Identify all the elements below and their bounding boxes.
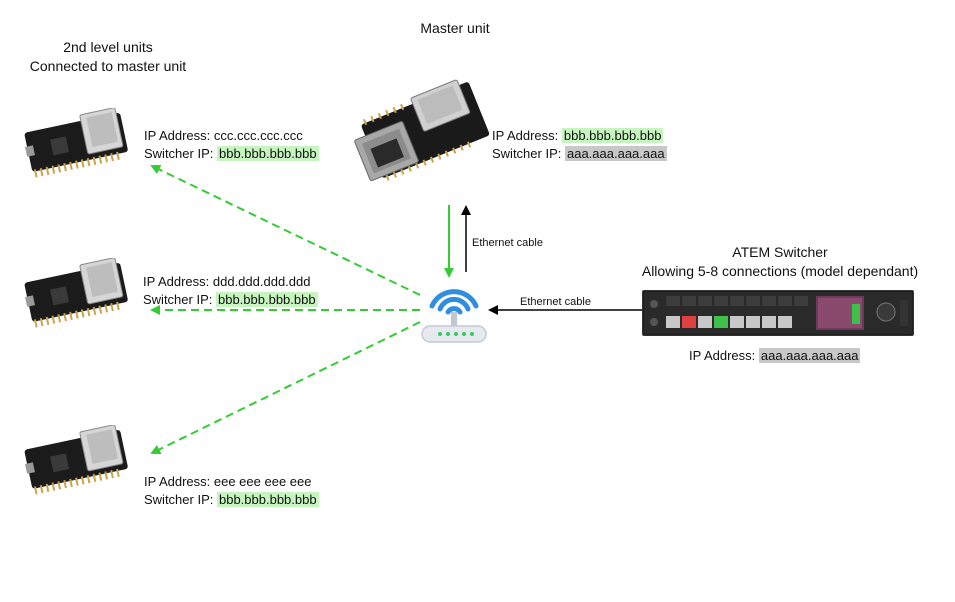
atem-switcher-icon: [642, 290, 914, 336]
unit-3-ip-label: IP Address:: [144, 474, 211, 489]
unit-3-ip-value: eee eee eee eee: [213, 474, 312, 489]
unit-3-switcher-value: bbb.bbb.bbb.bbb: [216, 492, 319, 507]
atem-title-line1: ATEM Switcher: [732, 244, 828, 260]
esp32-board-icon: [24, 425, 128, 495]
master-unit-title: Master unit: [385, 19, 525, 38]
unit-2-ip-value: ddd.ddd.ddd.ddd: [212, 274, 311, 289]
wifi-link-unit-1: [150, 164, 421, 296]
second-level-title-line2: Connected to master unit: [29, 58, 187, 74]
unit-2-ip-label: IP Address:: [143, 274, 210, 289]
unit-2-switcher-value: bbb.bbb.bbb.bbb: [215, 292, 318, 307]
second-level-title-line1: 2nd level units: [63, 39, 153, 55]
unit-1-switcher-value: bbb.bbb.bbb.bbb: [216, 146, 319, 161]
unit-1-ip-label: IP Address:: [144, 128, 211, 143]
atem-title: ATEM Switcher Allowing 5-8 connections (…: [610, 243, 950, 281]
unit-2-info: IP Address: ddd.ddd.ddd.ddd Switcher IP:…: [143, 273, 318, 309]
unit-1-ip-row: IP Address: ccc.ccc.ccc.ccc: [144, 127, 319, 145]
atem-ip-value: aaa.aaa.aaa.aaa: [758, 348, 861, 363]
unit-1-info: IP Address: ccc.ccc.ccc.ccc Switcher IP:…: [144, 127, 319, 163]
atem-ip-label: IP Address:: [689, 348, 756, 363]
unit-2-switcher-row: Switcher IP: bbb.bbb.bbb.bbb: [143, 291, 318, 309]
master-ip-row: IP Address: bbb.bbb.bbb.bbb: [492, 127, 667, 145]
unit-3-ip-row: IP Address: eee eee eee eee: [144, 473, 319, 491]
unit-2-switcher-label: Switcher IP:: [143, 292, 213, 307]
unit-2-ip-row: IP Address: ddd.ddd.ddd.ddd: [143, 273, 318, 291]
master-info: IP Address: bbb.bbb.bbb.bbb Switcher IP:…: [492, 127, 667, 163]
master-switcher-row: Switcher IP: aaa.aaa.aaa.aaa: [492, 145, 667, 163]
master-ip-value: bbb.bbb.bbb.bbb: [561, 128, 664, 143]
atem-info: IP Address: aaa.aaa.aaa.aaa: [689, 347, 861, 365]
master-unit-title-text: Master unit: [420, 20, 490, 36]
unit-3-switcher-label: Switcher IP:: [144, 492, 214, 507]
master-board-icon: [354, 79, 490, 182]
wifi-link-unit-3: [150, 321, 421, 454]
master-ip-label: IP Address:: [492, 128, 559, 143]
wifi-router-icon: [421, 289, 487, 343]
unit-1-switcher-label: Switcher IP:: [144, 146, 214, 161]
master-cable-label: Ethernet cable: [472, 237, 543, 249]
master-switcher-value: aaa.aaa.aaa.aaa: [564, 146, 667, 161]
atem-title-line2: Allowing 5-8 connections (model dependan…: [641, 263, 919, 279]
master-switcher-label: Switcher IP:: [492, 146, 562, 161]
unit-3-info: IP Address: eee eee eee eee Switcher IP:…: [144, 473, 319, 509]
esp32-board-icon: [24, 108, 128, 178]
unit-1-switcher-row: Switcher IP: bbb.bbb.bbb.bbb: [144, 145, 319, 163]
unit-3-switcher-row: Switcher IP: bbb.bbb.bbb.bbb: [144, 491, 319, 509]
esp32-board-icon: [24, 258, 128, 328]
atem-cable-label: Ethernet cable: [520, 296, 591, 308]
second-level-title: 2nd level units Connected to master unit: [8, 38, 208, 76]
unit-1-ip-value: ccc.ccc.ccc.ccc: [213, 128, 303, 143]
